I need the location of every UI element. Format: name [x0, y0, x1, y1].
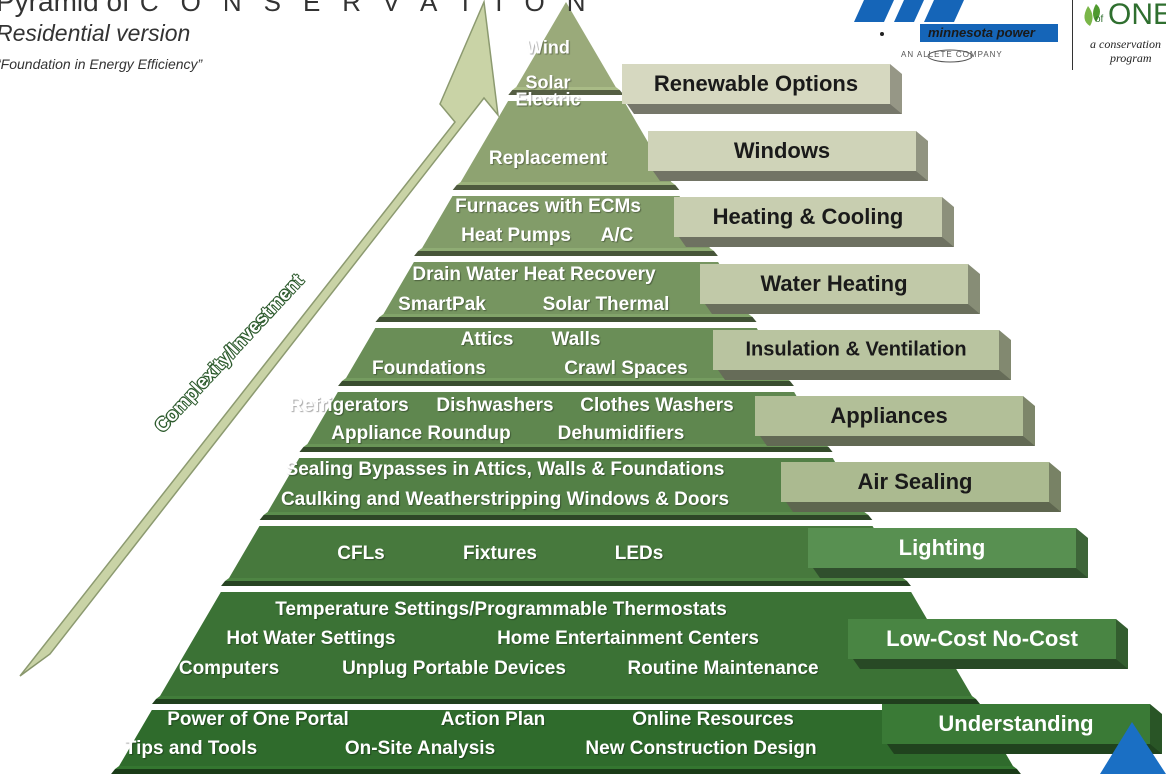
tier-3-item: Heat Pumps	[461, 225, 571, 246]
tier-label-box-1	[622, 64, 902, 114]
pyramid-tier-9	[152, 592, 980, 704]
tier-1-item: Electric	[515, 89, 581, 110]
power-of-one-subtitle: a conservation program	[1090, 37, 1161, 65]
complexity-arrow	[19, 0, 500, 677]
pyramid-tier-3	[414, 196, 718, 256]
pyramid-tier-5	[338, 328, 794, 386]
tier-6-item: Clothes Washers	[580, 395, 734, 416]
tier-4-item: Solar Thermal	[542, 294, 670, 315]
tier-8-item: Fixtures	[463, 543, 537, 564]
tier-label-box-7	[781, 462, 1061, 512]
tier-9-item: Hot Water Settings	[226, 628, 396, 649]
tier-label-1: Renewable Options	[653, 71, 859, 96]
tier-label-4: Water Heating	[760, 271, 908, 296]
pyramid-tier-8	[221, 526, 911, 586]
minnesota-power-name: minnesota power	[928, 25, 1035, 40]
tier-label-box-2	[648, 131, 928, 181]
pyramid-tier-6	[299, 392, 833, 452]
tier-1-item: Wind	[526, 37, 570, 58]
tier-label-box-3	[674, 197, 954, 247]
power-of-one-logo	[1084, 4, 1100, 26]
tier-8-item: LEDs	[614, 543, 664, 564]
tier-10-item: New Construction Design	[585, 738, 817, 759]
page-subtitle: Residential version	[0, 20, 191, 46]
tier-2-item: Replacement	[488, 148, 608, 169]
tier-4-item: Drain Water Heat Recovery	[412, 264, 656, 285]
pyramid-tier-1	[508, 2, 624, 95]
tier-1-item: Solar	[525, 72, 571, 93]
tier-10-item: Action Plan	[440, 709, 546, 730]
tier-5-item: Walls	[551, 329, 601, 350]
tier-6-item: Dishwashers	[436, 395, 554, 416]
title-spaced: CONSERVATION	[139, 0, 608, 17]
tier-10-item: Power of One Portal	[167, 709, 349, 730]
tier-3-item: Furnaces with ECMs	[455, 196, 641, 217]
tier-label-3: Heating & Cooling	[712, 204, 904, 229]
tier-label-9: Low-Cost No-Cost	[886, 626, 1078, 651]
pyramid-tier-4	[375, 262, 757, 322]
tier-6-item: Appliance Roundup	[331, 423, 511, 444]
tier-5-item: Attics	[460, 329, 514, 350]
tier-label-8: Lighting	[898, 535, 986, 560]
pyramid-tier-7	[259, 458, 873, 520]
tier-10-item: Tips and Tools	[124, 738, 258, 759]
corner-triangle	[1100, 722, 1166, 774]
tier-9-item: Computers	[178, 658, 280, 679]
tier-6-item: Refrigerators	[289, 395, 409, 416]
tier-6-item: Dehumidifiers	[557, 423, 685, 444]
tier-9-item: Routine Maintenance	[627, 658, 819, 679]
tier-7-item: Sealing Bypasses in Attics, Walls & Foun…	[285, 459, 725, 480]
minnesota-power-logo	[854, 0, 1058, 63]
tier-5-item: Foundations	[372, 358, 486, 379]
tier-label-10: Understanding	[938, 711, 1094, 736]
page-title: Pyramid of CONSERVATION	[0, 0, 608, 18]
page-tagline: “Foundation in Energy Efficiency”	[0, 56, 203, 72]
tier-label-5: Insulation & Ventilation	[745, 338, 967, 361]
tier-9-item: Unplug Portable Devices	[342, 658, 566, 679]
tier-10-item: On-Site Analysis	[344, 738, 496, 759]
tier-3-item: A/C	[600, 225, 634, 246]
tier-5-item: Crawl Spaces	[564, 358, 688, 379]
tier-label-box-8	[808, 528, 1088, 578]
tier-label-box-4	[700, 264, 980, 314]
tier-8-item: CFLs	[337, 543, 385, 564]
tier-7-item: Caulking and Weatherstripping Windows & …	[280, 489, 730, 510]
tier-label-box-5	[713, 330, 1011, 380]
pyramid-tier-10	[111, 710, 1021, 774]
allete-subtext: AN ALLETE COMPANY	[901, 50, 1003, 59]
tier-10-item: Online Resources	[632, 709, 794, 730]
tier-9-item: Home Entertainment Centers	[497, 628, 759, 649]
title-prefix: Pyramid of	[0, 0, 130, 17]
tier-label-6: Appliances	[830, 403, 948, 428]
tier-label-2: Windows	[733, 138, 831, 163]
tier-9-item: Temperature Settings/Programmable Thermo…	[275, 599, 727, 620]
pyramid-tier-2	[452, 101, 680, 190]
power-of-one-of: of	[1095, 14, 1104, 25]
tier-4-item: SmartPak	[398, 294, 486, 315]
power-of-one-one: ONE	[1108, 0, 1166, 31]
tier-label-box-6	[755, 396, 1035, 446]
tier-label-box-9	[848, 619, 1128, 669]
tier-label-7: Air Sealing	[857, 469, 973, 494]
logo-divider	[1072, 0, 1073, 70]
tier-label-box-10	[882, 704, 1162, 754]
